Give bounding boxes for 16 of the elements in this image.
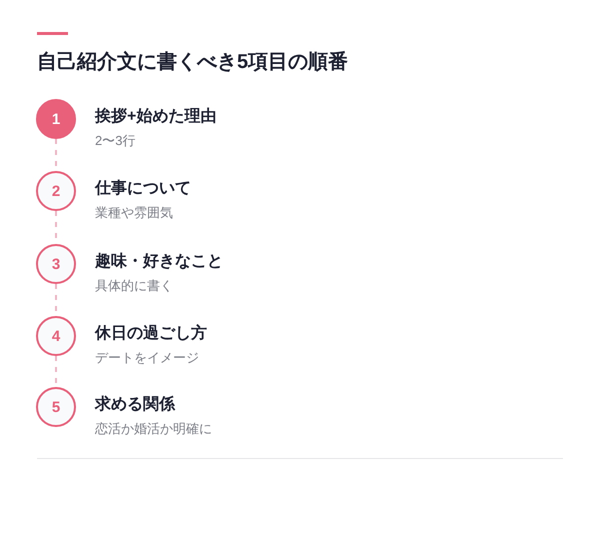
number-circle: 3 [36, 244, 76, 284]
step-title: 趣味・好きなこと [95, 252, 223, 272]
step-title: 休日の過ごし方 [95, 324, 207, 344]
step-note: 業種や雰囲気 [95, 205, 173, 221]
step-note: 2〜3行 [95, 133, 136, 149]
number-circle: 4 [36, 316, 76, 356]
number-circle: 2 [36, 171, 76, 211]
step-title: 仕事について [95, 179, 191, 199]
step-title: 挨拶+始めた理由 [95, 107, 216, 127]
step-note: 具体的に書く [95, 278, 173, 294]
number-circle: 1 [36, 99, 76, 139]
step-title: 求める関係 [95, 395, 175, 415]
step-note: 恋活か婚活か明確に [95, 421, 212, 437]
heading: 自己紹介文に書くべき5項目の順番 [37, 50, 348, 75]
step-note: デートをイメージ [95, 350, 199, 366]
number-circle: 5 [36, 387, 76, 427]
